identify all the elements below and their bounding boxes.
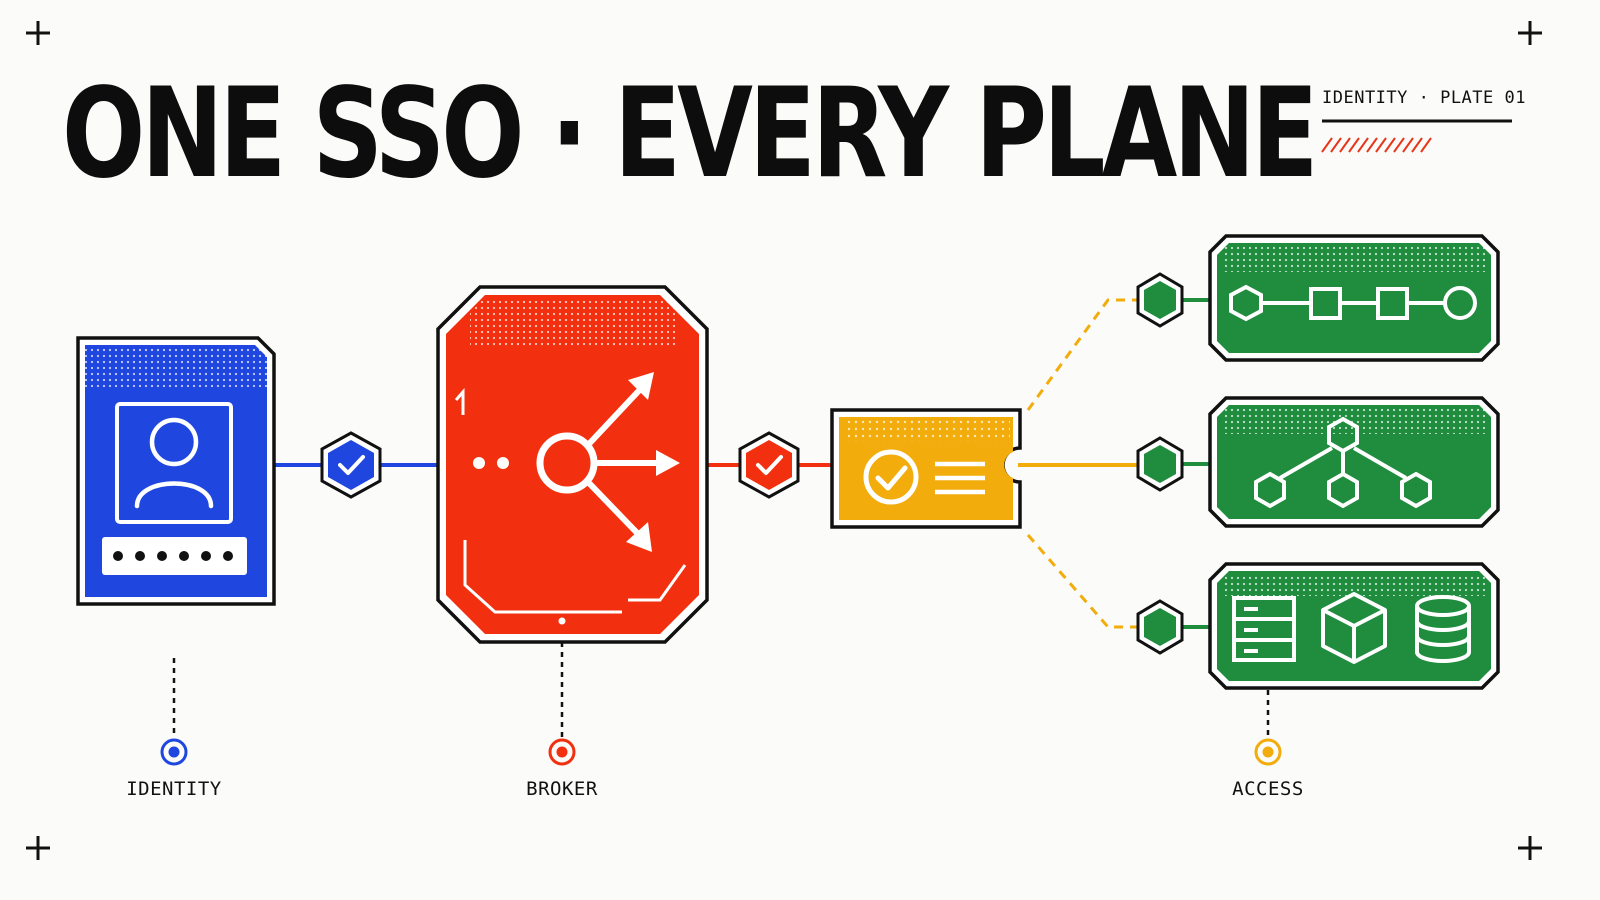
access-plane-pipeline bbox=[1208, 234, 1500, 362]
token-ticket bbox=[830, 408, 1022, 529]
access-marker-icon bbox=[1254, 738, 1282, 766]
identity-marker-icon bbox=[160, 738, 188, 766]
access-plane-infra bbox=[1208, 562, 1500, 690]
broker-frame-lines bbox=[454, 388, 687, 625]
token-access-link-top bbox=[1026, 298, 1142, 411]
password-field bbox=[102, 537, 247, 575]
identity-card bbox=[76, 336, 276, 606]
lines-icon bbox=[935, 461, 985, 495]
access-plane-tree bbox=[1208, 396, 1500, 528]
broker-label: BROKER bbox=[526, 778, 598, 800]
broker-verified-check-icon bbox=[738, 431, 800, 499]
check-circle-icon bbox=[863, 449, 919, 505]
identity-verified-check-icon bbox=[320, 431, 382, 499]
hex-tree-icon bbox=[1254, 416, 1432, 509]
plate-label: IDENTITY · PLATE 01 bbox=[1322, 88, 1526, 108]
plate-hatch bbox=[1321, 137, 1432, 153]
fan-out-arrows-icon bbox=[473, 372, 680, 552]
access-hex-bottom-icon bbox=[1136, 599, 1184, 655]
identity-label: IDENTITY bbox=[126, 778, 222, 800]
access-label: ACCESS bbox=[1232, 778, 1304, 800]
page-title: ONE SSO · EVERY PLANE bbox=[62, 62, 1318, 206]
hex-square-square-circle-chain-icon bbox=[1229, 284, 1477, 322]
cube-icon bbox=[1321, 592, 1387, 664]
token-access-link-bottom bbox=[1026, 534, 1142, 629]
broker-node bbox=[436, 285, 709, 644]
database-icon bbox=[1415, 595, 1471, 663]
server-rack-icon bbox=[1232, 596, 1296, 662]
user-icon bbox=[115, 402, 233, 524]
access-hex-top-icon bbox=[1136, 272, 1184, 328]
access-hex-middle-icon bbox=[1136, 436, 1184, 492]
corner-marks bbox=[26, 21, 1542, 860]
broker-marker-icon bbox=[548, 738, 576, 766]
